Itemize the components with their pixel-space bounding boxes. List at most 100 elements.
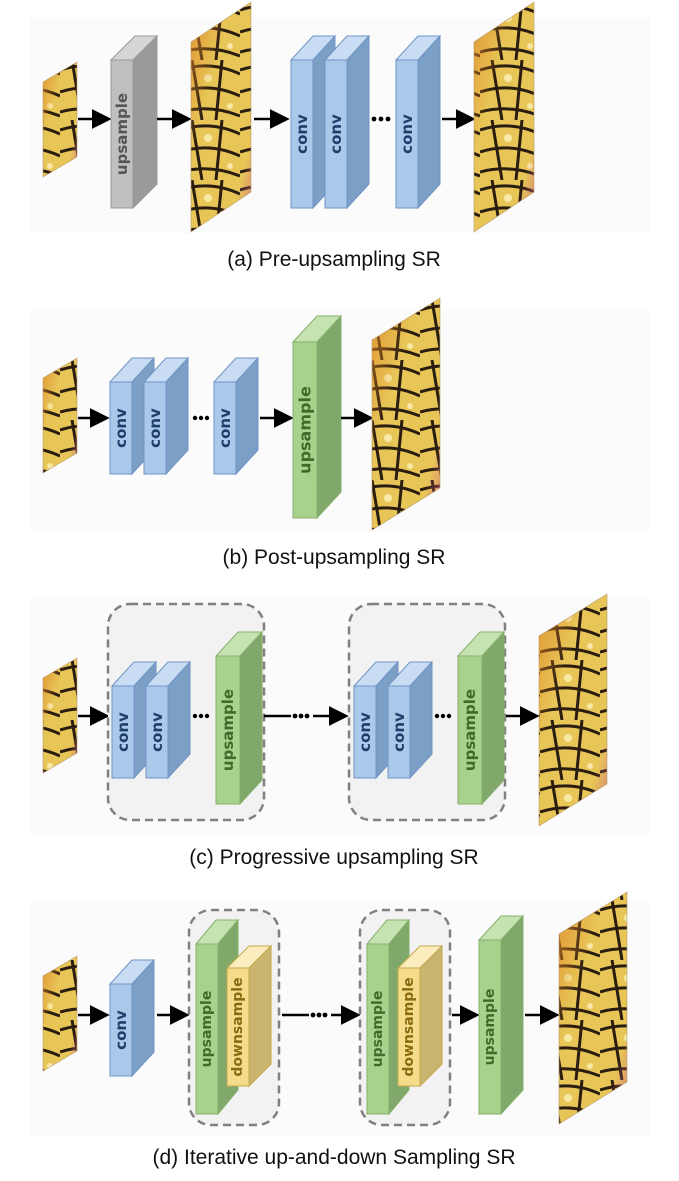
ellipsis-dot	[198, 713, 204, 719]
upsample-block-label: upsample	[482, 989, 498, 1066]
ellipsis	[192, 415, 210, 421]
upsample-block-front	[195, 943, 219, 1115]
section-iterative-up-down: conv upsample downsample upsample downsample…	[30, 891, 650, 1135]
output-hr-image-tint	[559, 892, 627, 1124]
upsample-block-front	[366, 943, 390, 1115]
downsample-block-side	[419, 944, 443, 1088]
ellipsis-dot	[304, 713, 310, 719]
output-hr-image-edge	[538, 593, 608, 827]
conv-block-label: conv	[112, 408, 130, 448]
upsample-block-front	[478, 939, 502, 1115]
conv-block: conv	[386, 660, 434, 780]
upsample-block-label: upsample	[199, 991, 215, 1068]
conv-block-front	[324, 59, 348, 209]
upsample-block-side	[316, 314, 342, 520]
conv-block: conv	[144, 660, 192, 780]
conv-block-front	[111, 685, 135, 779]
input-lr-image-content	[43, 62, 77, 177]
dotted-arrow	[282, 1005, 361, 1025]
downsample-block-front	[226, 967, 250, 1087]
ellipsis	[292, 713, 310, 719]
conv-block-label: conv	[114, 712, 132, 752]
upsample-block-label: upsample	[219, 689, 237, 771]
output-hr-image	[473, 1, 535, 233]
conv-block-label: conv	[327, 114, 345, 154]
input-lr-image	[42, 61, 78, 178]
conv-block-front	[145, 685, 169, 779]
input-lr-image-tint	[43, 358, 77, 473]
ellipsis-dot	[385, 116, 391, 122]
caption-post-upsampling: (b) Post-upsampling SR	[223, 546, 446, 569]
ellipsis-dot	[192, 713, 198, 719]
conv-block-front	[213, 381, 237, 475]
ellipsis-dot	[322, 1012, 328, 1018]
caption-progressive-upsampling: (c) Progressive upsampling SR	[189, 846, 478, 869]
input-lr-image-content	[43, 658, 77, 773]
conv-block-label: conv	[146, 408, 164, 448]
conv-block-front	[109, 983, 133, 1077]
input-lr-image-edge	[42, 955, 78, 1072]
caption-iterative-up-down: (d) Iterative up-and-down Sampling SR	[152, 1146, 515, 1169]
conv-block-label: conv	[398, 114, 416, 154]
downsample-block: downsample	[396, 944, 444, 1088]
ellipsis-dot	[298, 713, 304, 719]
upsample-block-front	[292, 341, 318, 519]
output-hr-image-tint	[539, 594, 607, 826]
upsampled-image-content	[191, 2, 251, 232]
upsample-block: upsample	[291, 314, 343, 520]
upsample-block: upsample	[109, 34, 159, 210]
downsample-block-label: downsample	[230, 977, 246, 1076]
upsample-block-side	[500, 914, 524, 1116]
upsample-block-front	[110, 59, 134, 209]
ellipsis-dot	[204, 713, 210, 719]
input-lr-image	[42, 657, 78, 774]
ellipsis-dot	[292, 713, 298, 719]
conv-block-label: conv	[390, 712, 408, 752]
ellipsis-dot	[198, 415, 204, 421]
output-hr-image-edge	[558, 891, 628, 1125]
upsampled-image-edge	[190, 1, 252, 233]
upsample-block-side	[239, 630, 263, 806]
input-lr-image-edge	[42, 357, 78, 474]
upsampled-image	[190, 1, 252, 233]
ellipsis-dot	[310, 1012, 316, 1018]
output-hr-image-content	[372, 298, 440, 530]
output-hr-image-content	[559, 892, 627, 1124]
ellipsis-dot	[440, 713, 446, 719]
input-lr-image	[42, 357, 78, 474]
upsample-block-front	[215, 655, 241, 805]
ellipsis	[371, 116, 391, 122]
ellipsis-dot	[204, 415, 210, 421]
upsample-block: upsample	[477, 914, 525, 1116]
conv-block: conv	[323, 34, 371, 210]
upsample-block-side	[481, 630, 505, 806]
conv-block-front	[109, 381, 133, 475]
input-lr-image-edge	[42, 61, 78, 178]
output-hr-image-content	[539, 594, 607, 826]
conv-block-side	[346, 34, 370, 210]
output-hr-image-tint	[372, 298, 440, 530]
output-hr-image	[371, 297, 441, 531]
conv-block: conv	[212, 356, 260, 476]
conv-block-side	[417, 34, 441, 210]
upsample-block: upsample	[456, 630, 506, 806]
dotted-arrow	[264, 706, 349, 726]
input-lr-image-content	[43, 956, 77, 1071]
upsample-block-label: upsample	[461, 689, 479, 771]
downsample-block-side	[248, 944, 272, 1088]
conv-block-label: conv	[112, 1010, 130, 1050]
downsample-block-front	[397, 967, 421, 1087]
ellipsis-dot	[192, 415, 198, 421]
conv-block: conv	[394, 34, 442, 210]
input-lr-image-tint	[43, 62, 77, 177]
conv-block-label: conv	[148, 712, 166, 752]
ellipsis-dot	[371, 116, 377, 122]
upsampled-image-tint	[191, 2, 251, 232]
ellipsis-dot	[446, 713, 452, 719]
upsample-block-front	[457, 655, 483, 805]
conv-block-front	[387, 685, 411, 779]
ellipsis	[192, 713, 210, 719]
conv-block-front	[290, 59, 314, 209]
